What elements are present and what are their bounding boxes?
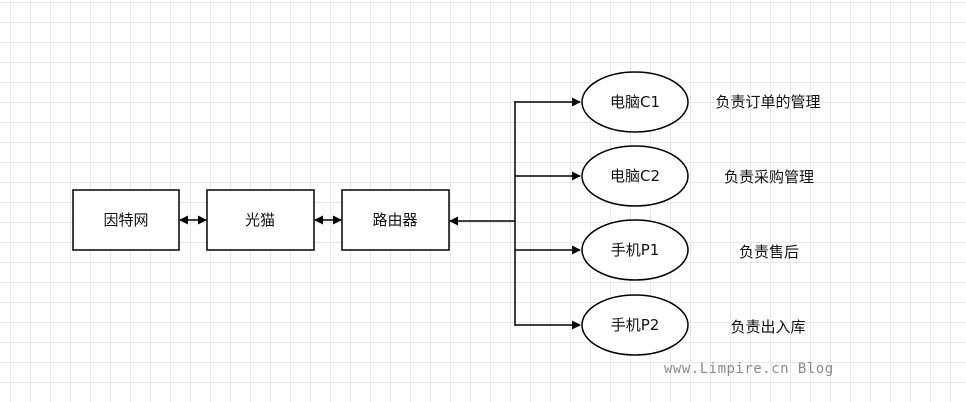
- node-router: 路由器: [341, 189, 450, 251]
- node-pc-c2-label: 电脑C2: [610, 167, 660, 185]
- node-router-label: 路由器: [372, 211, 417, 229]
- node-internet-label: 因特网: [103, 211, 148, 229]
- node-phone-p2-label: 手机P2: [611, 316, 660, 334]
- node-pc-c1-label: 电脑C1: [610, 93, 660, 111]
- desc-pc-c2: 负责采购管理: [724, 168, 814, 186]
- node-modem: 光猫: [206, 189, 315, 251]
- node-phone-p2: 手机P2: [581, 294, 689, 356]
- node-internet: 因特网: [72, 189, 180, 251]
- node-pc-c2: 电脑C2: [581, 145, 689, 207]
- watermark: www.Limpire.cn Blog: [664, 361, 834, 377]
- desc-phone-p2: 负责出入库: [730, 318, 805, 336]
- node-pc-c1: 电脑C1: [581, 71, 689, 133]
- node-modem-label: 光猫: [245, 211, 275, 229]
- node-phone-p1: 手机P1: [581, 219, 689, 281]
- node-phone-p1-label: 手机P1: [611, 241, 660, 259]
- desc-pc-c1: 负责订单的管理: [715, 93, 820, 111]
- desc-phone-p1: 负责售后: [739, 243, 799, 261]
